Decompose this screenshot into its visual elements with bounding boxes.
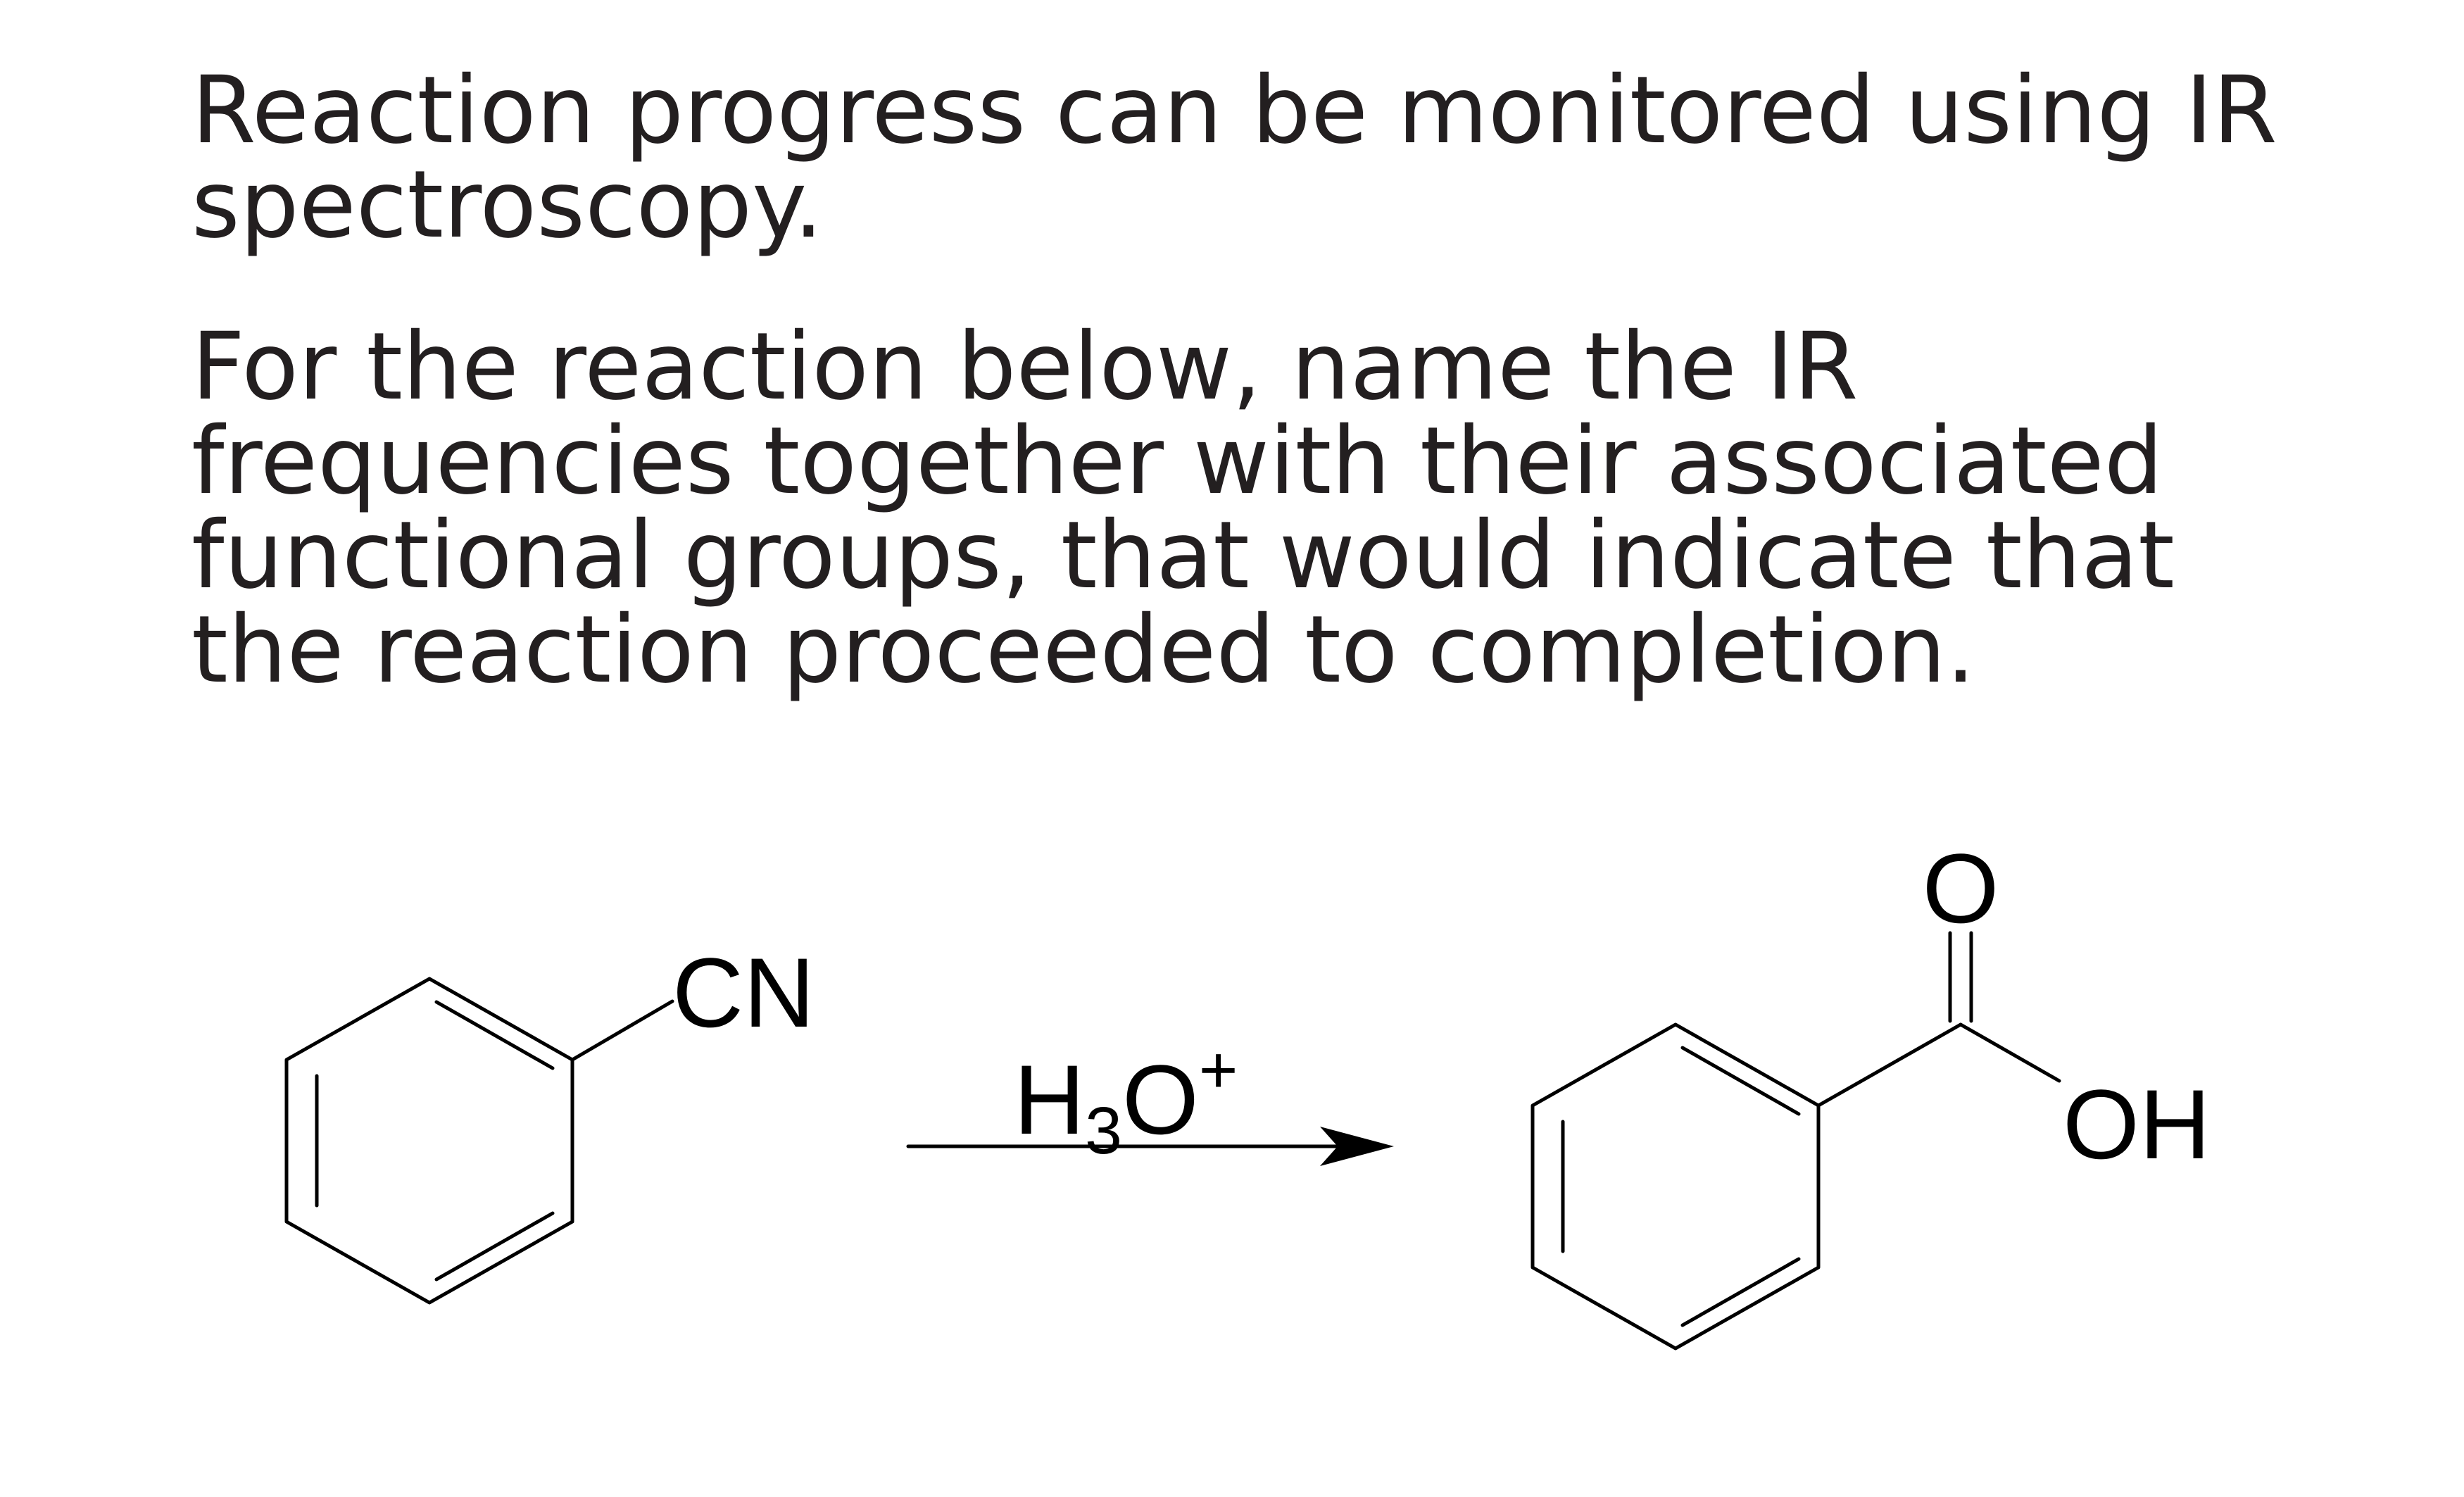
reactant-benzene-ring bbox=[284, 977, 574, 1305]
reagent-charge: + bbox=[1199, 1033, 1238, 1108]
reaction-scheme-drawing: CN H3O+ O OH bbox=[284, 833, 2211, 1351]
reagent-oxygen: O bbox=[1122, 1044, 1199, 1155]
product-inner-double-bond-top bbox=[1680, 1046, 1801, 1116]
product-ring-carbonyl-bond bbox=[1816, 1022, 1963, 1108]
reactant-substituent-bond bbox=[570, 999, 674, 1062]
product-benzoic-acid: O OH bbox=[1530, 833, 2211, 1351]
product-carbon-hydroxyl-bond bbox=[1959, 1022, 2061, 1083]
reactant-benzonitrile: CN bbox=[284, 937, 815, 1305]
product-carbonyl-oxygen-label: O bbox=[1923, 833, 1999, 944]
question-paragraph-2: For the reaction below, name the IR freq… bbox=[191, 313, 2175, 704]
reactant-inner-double-bond-bottom bbox=[434, 1211, 555, 1282]
question-text: Reaction progress can be monitored using… bbox=[191, 63, 2339, 697]
reagent-label: H3O+ bbox=[1014, 1033, 1238, 1168]
product-benzene-ring bbox=[1530, 1022, 1821, 1351]
reaction-arrow-head bbox=[1320, 1127, 1394, 1166]
product-inner-double-bond-bottom bbox=[1680, 1257, 1801, 1327]
reagent-subscript: 3 bbox=[1085, 1094, 1122, 1168]
product-hydroxyl-label: OH bbox=[2063, 1069, 2211, 1179]
reactant-inner-double-bond-top bbox=[434, 1000, 555, 1070]
question-paragraph-1: Reaction progress can be monitored using… bbox=[191, 56, 2277, 259]
reaction-scheme: CN H3O+ O OH bbox=[0, 760, 2464, 1497]
reactant-nitrile-label: CN bbox=[672, 937, 815, 1048]
reagent-hydrogen: H bbox=[1014, 1044, 1085, 1155]
reaction-arrow-group: H3O+ bbox=[906, 1033, 1394, 1168]
